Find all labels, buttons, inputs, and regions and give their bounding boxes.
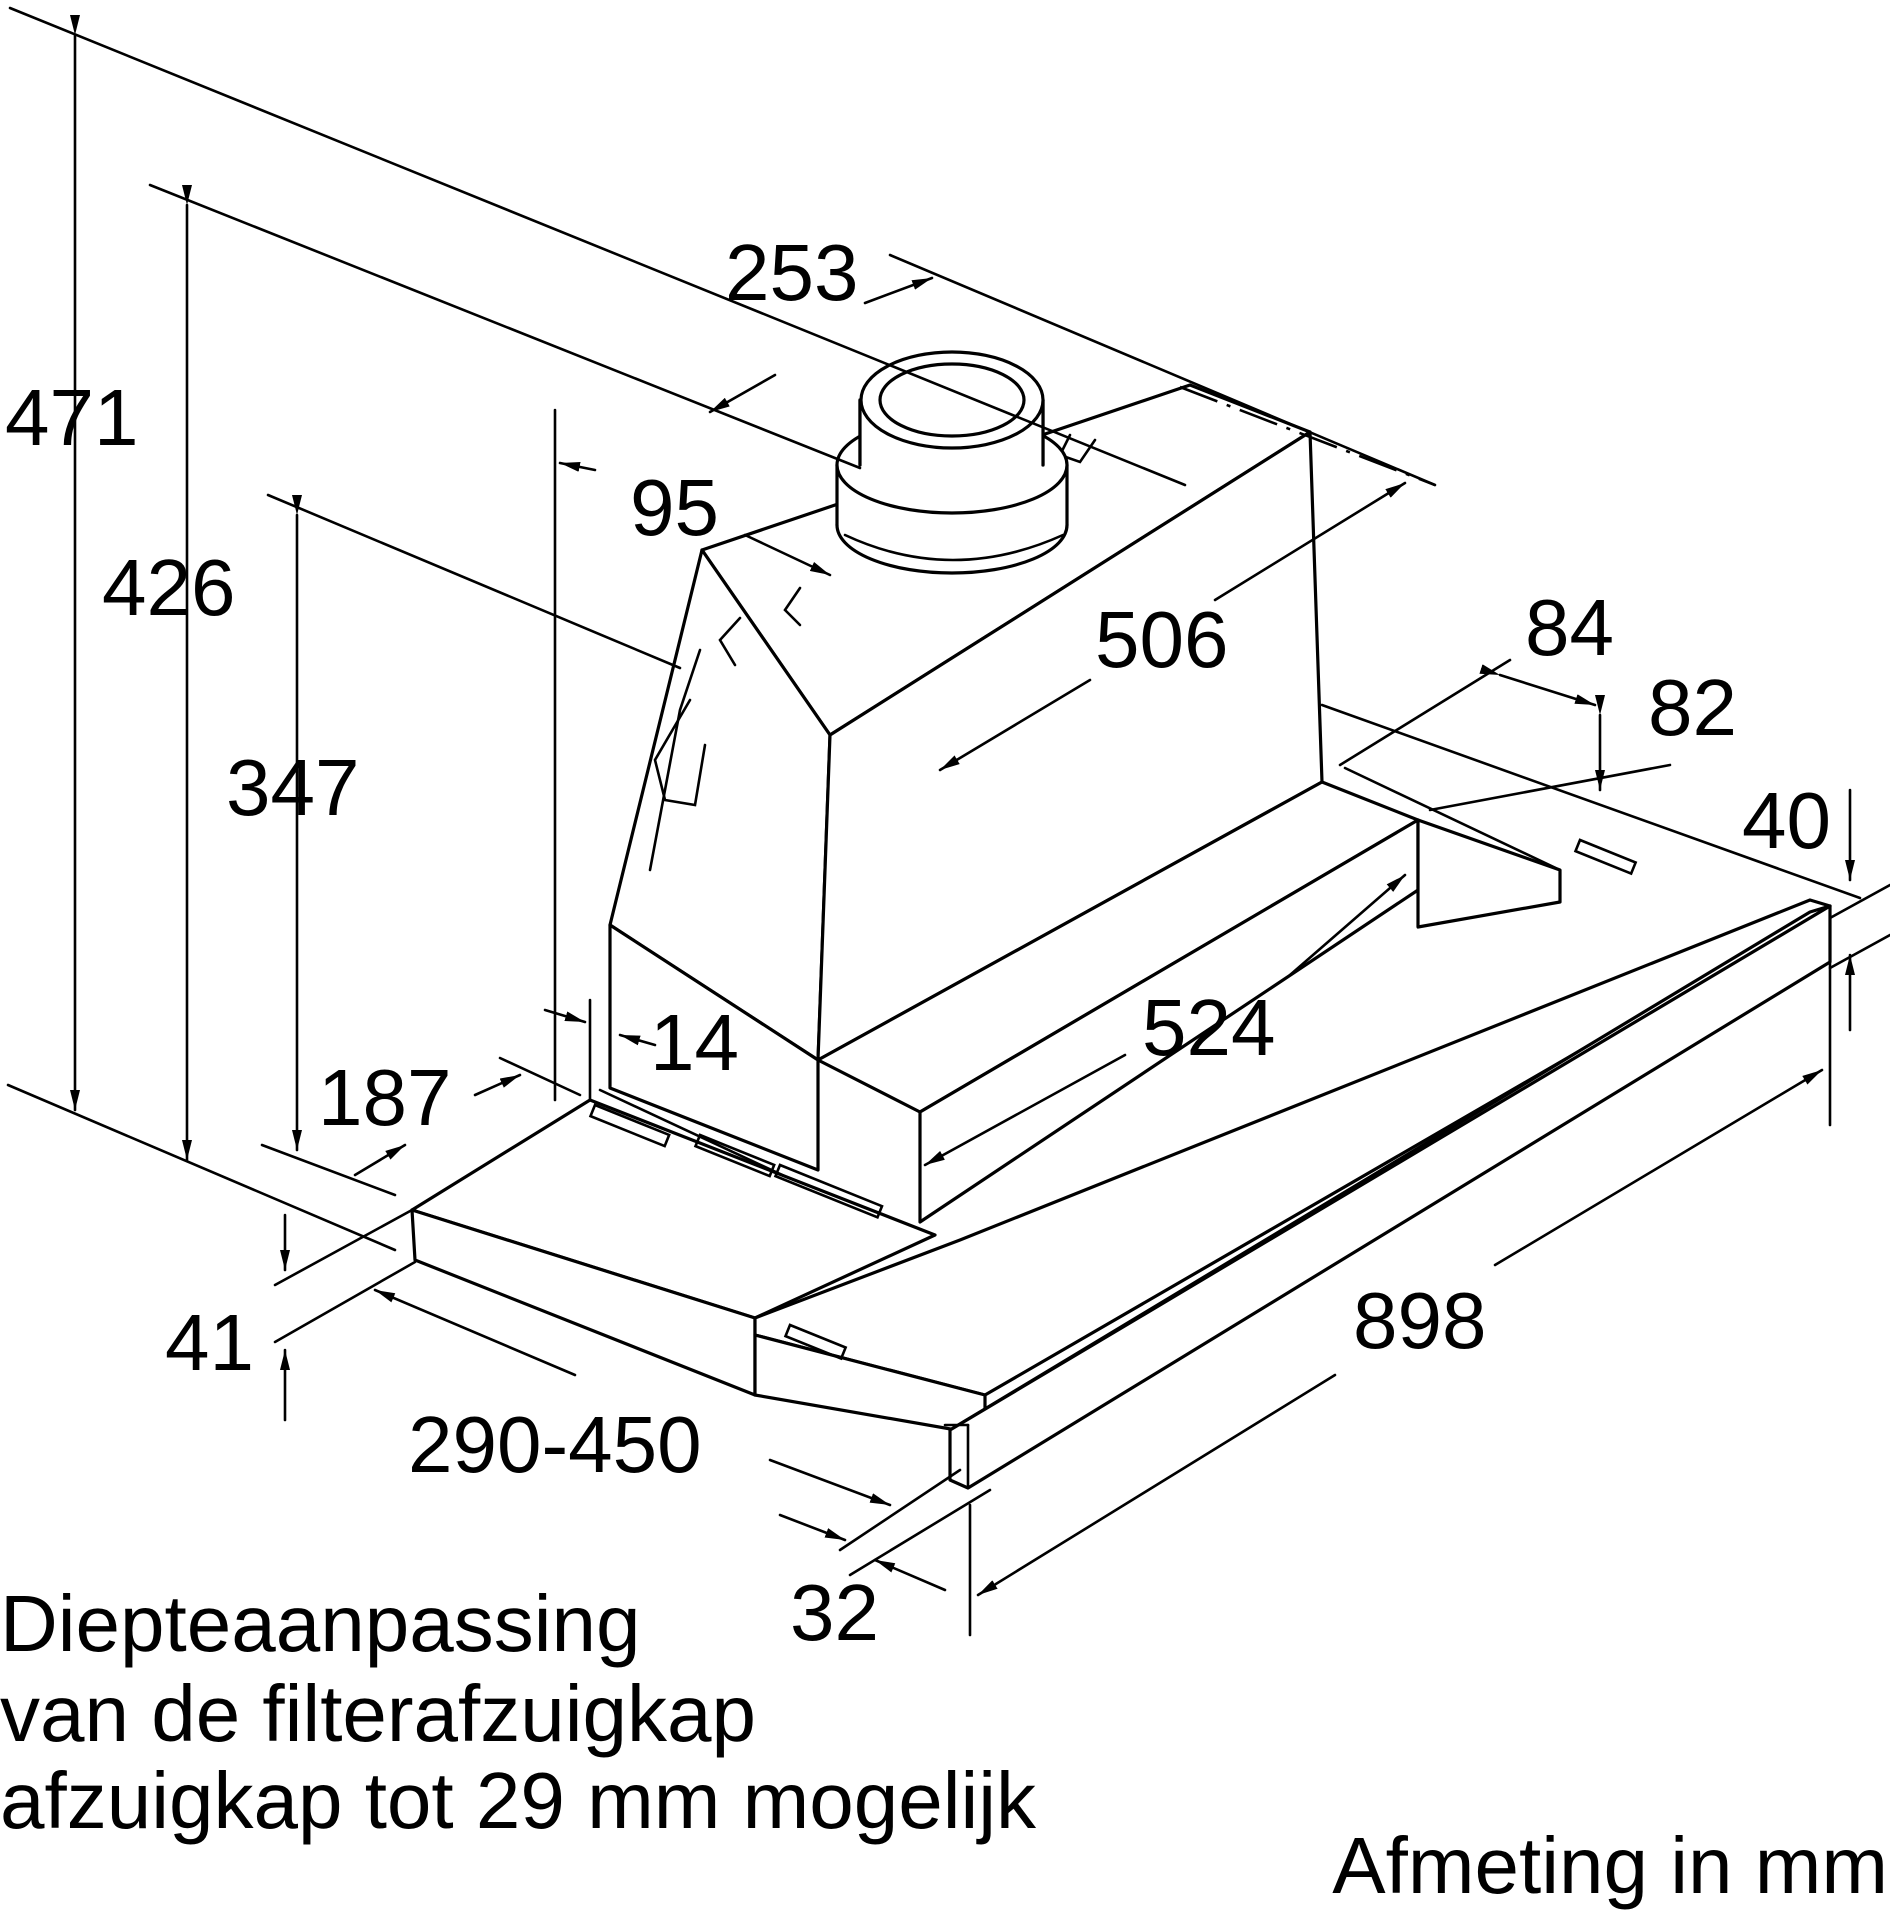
dim-label-82: 82 <box>1648 663 1737 752</box>
right-bracket <box>1416 818 1562 929</box>
dim-label-95: 95 <box>630 463 719 552</box>
dim-label-84: 84 <box>1525 583 1614 672</box>
dim-label-290-450: 290-450 <box>408 1400 702 1489</box>
note-line-1: Diepteaanpassing <box>0 1579 641 1668</box>
dim-label-506: 506 <box>1095 595 1228 684</box>
dim-label-471: 471 <box>5 373 138 462</box>
dim-label-40: 40 <box>1742 776 1831 865</box>
dim-label-347: 347 <box>226 743 359 832</box>
dim-label-14: 14 <box>650 998 739 1087</box>
dimension-labels: 471 426 347 253 95 506 84 82 40 14 187 4… <box>5 228 1831 1657</box>
dim-label-524: 524 <box>1142 983 1275 1072</box>
dimension-lines <box>6 6 1890 1637</box>
note-line-2: van de filterafzuigkap <box>0 1669 757 1758</box>
front-strip-face <box>948 904 1832 1490</box>
duct-collar <box>835 350 1069 575</box>
dim-label-32: 32 <box>790 1568 879 1657</box>
rear-shelf <box>608 923 820 1172</box>
dim-label-898: 898 <box>1353 1276 1486 1365</box>
note-line-3: afzuigkap tot 29 mm mogelijk <box>0 1756 1037 1845</box>
hood-body <box>410 383 1862 1490</box>
clip-tab <box>653 698 707 807</box>
dim-label-187: 187 <box>318 1053 451 1142</box>
dim-label-253: 253 <box>725 228 858 317</box>
dim-label-426: 426 <box>102 543 235 632</box>
unit-label: Afmeting in mm <box>1332 1821 1888 1910</box>
dim-label-41: 41 <box>165 1298 254 1387</box>
